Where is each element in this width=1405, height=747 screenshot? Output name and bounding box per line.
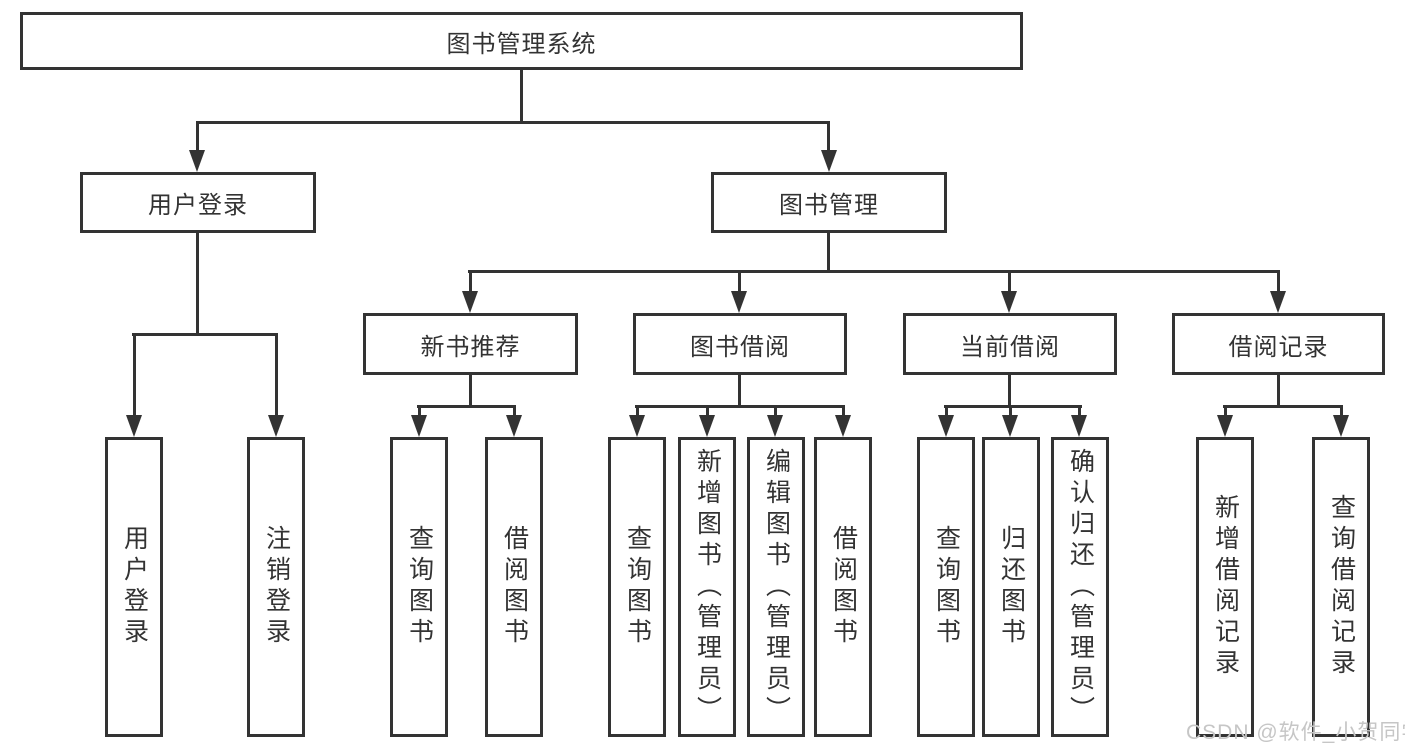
arrowhead-icon xyxy=(1270,291,1286,313)
connector-line xyxy=(1008,270,1011,295)
connector-line xyxy=(945,405,948,420)
connector-line xyxy=(635,405,845,408)
connector-line xyxy=(196,233,199,336)
node-borrowing-records: 借阅记录 xyxy=(1172,313,1385,375)
connector-line xyxy=(1224,405,1227,420)
connector-line xyxy=(1277,270,1280,295)
arrowhead-icon xyxy=(699,415,715,437)
connector-line xyxy=(417,405,516,408)
connector-line xyxy=(827,121,830,153)
connector-line xyxy=(133,333,136,420)
connector-line xyxy=(132,333,278,336)
leaf-borrow-books: 借阅图书 xyxy=(814,437,872,737)
csdn-watermark: CSDN @软件_小贺同学 xyxy=(1186,721,1405,744)
leaf-user-login: 用户登录 xyxy=(105,437,163,737)
arrowhead-icon xyxy=(731,291,747,313)
arrowhead-icon xyxy=(1001,291,1017,313)
leaf-query-books-borrowing: 查询图书 xyxy=(608,437,666,737)
connector-line xyxy=(1277,375,1280,408)
arrowhead-icon xyxy=(629,415,645,437)
arrowhead-icon xyxy=(1333,415,1349,437)
arrowhead-icon xyxy=(268,415,284,437)
connector-line xyxy=(774,405,777,420)
leaf-edit-books-admin: 编辑图书（管理员） xyxy=(747,437,805,737)
arrowhead-icon xyxy=(767,415,783,437)
connector-line xyxy=(706,405,709,420)
connector-line xyxy=(196,121,199,153)
connector-line xyxy=(275,333,278,420)
leaf-add-books-admin: 新增图书（管理员） xyxy=(678,437,736,737)
connector-line xyxy=(418,405,421,420)
node-book-borrowing: 图书借阅 xyxy=(633,313,847,375)
node-current-borrowing: 当前借阅 xyxy=(903,313,1117,375)
connector-line xyxy=(842,405,845,420)
leaf-confirm-return-admin: 确认归还（管理员） xyxy=(1051,437,1109,737)
leaf-query-books-recommend: 查询图书 xyxy=(390,437,448,737)
arrowhead-icon xyxy=(821,150,837,172)
node-book-management: 图书管理 xyxy=(711,172,947,233)
leaf-logout: 注销登录 xyxy=(247,437,305,737)
arrowhead-icon xyxy=(506,415,522,437)
connector-line xyxy=(520,70,523,124)
arrowhead-icon xyxy=(1071,415,1087,437)
arrowhead-icon xyxy=(938,415,954,437)
leaf-return-books: 归还图书 xyxy=(982,437,1040,737)
arrowhead-icon xyxy=(835,415,851,437)
node-new-book-recommendation: 新书推荐 xyxy=(363,313,578,375)
connector-line xyxy=(469,375,472,408)
connector-line xyxy=(636,405,639,420)
arrowhead-icon xyxy=(462,291,478,313)
arrowhead-icon xyxy=(411,415,427,437)
arrowhead-icon xyxy=(1002,415,1018,437)
leaf-query-borrow-record: 查询借阅记录 xyxy=(1312,437,1370,737)
connector-line xyxy=(1223,405,1343,408)
connector-line xyxy=(196,121,830,124)
connector-line xyxy=(468,270,1280,273)
node-user-login: 用户登录 xyxy=(80,172,316,233)
connector-line xyxy=(1008,375,1011,408)
connector-line xyxy=(738,375,741,408)
connector-line xyxy=(1340,405,1343,420)
connector-line xyxy=(827,233,830,273)
arrowhead-icon xyxy=(126,415,142,437)
leaf-query-books-current: 查询图书 xyxy=(917,437,975,737)
leaf-borrow-books-recommend: 借阅图书 xyxy=(485,437,543,737)
connector-line xyxy=(469,270,472,295)
connector-line xyxy=(944,405,1082,408)
arrowhead-icon xyxy=(1217,415,1233,437)
connector-line xyxy=(1009,405,1012,420)
connector-line xyxy=(513,405,516,420)
arrowhead-icon xyxy=(189,150,205,172)
node-library-management-system: 图书管理系统 xyxy=(20,12,1023,70)
connector-line xyxy=(738,270,741,295)
leaf-add-borrow-record: 新增借阅记录 xyxy=(1196,437,1254,737)
connector-line xyxy=(1078,405,1081,420)
